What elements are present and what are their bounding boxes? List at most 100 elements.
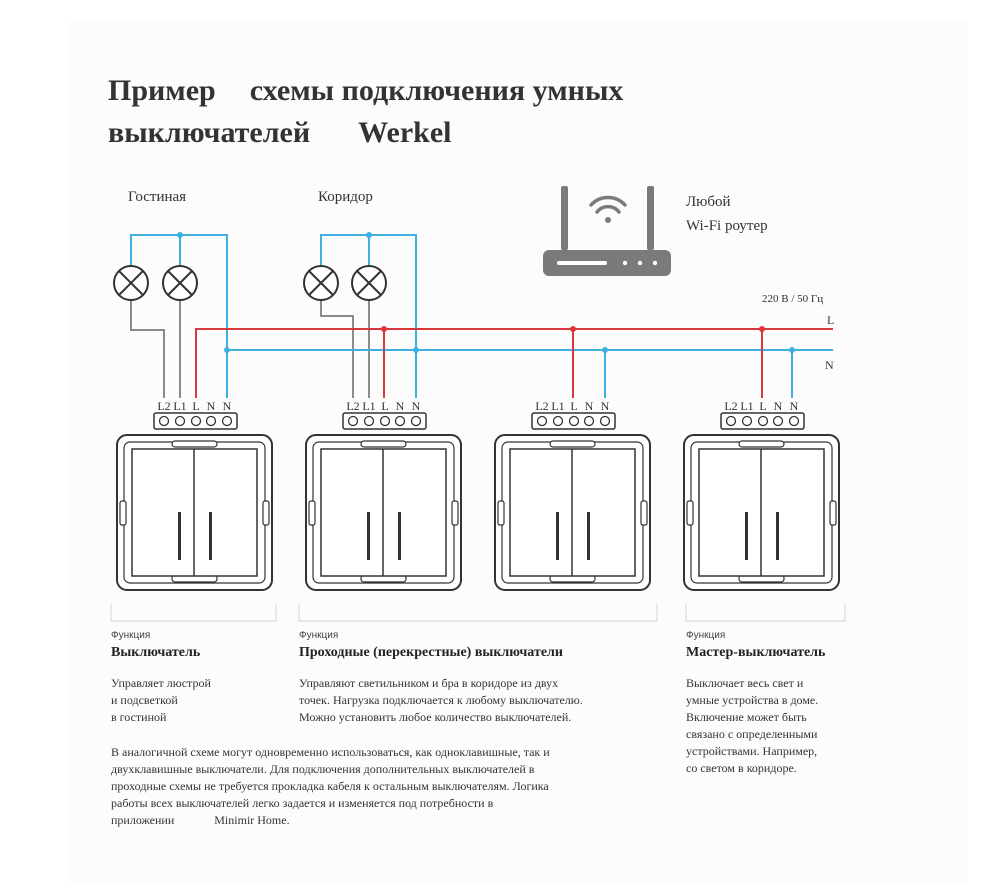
- wiring-diagram: 220 В / 50 Гц L N: [110, 186, 846, 622]
- load-wires-living: [130, 300, 181, 398]
- function-title-switch: Выключатель: [111, 645, 201, 660]
- function-desc-switch: Управляет люстрой и подсветкой в гостино…: [111, 676, 211, 724]
- neutral-wires: [130, 234, 833, 398]
- terminal-label: L1: [362, 399, 375, 413]
- mount-tab: [549, 440, 596, 448]
- terminal-screw: [583, 415, 595, 427]
- terminal-screw: [379, 415, 391, 427]
- terminal-screw: [757, 415, 769, 427]
- terminal-screw: [599, 415, 611, 427]
- title-line1-part1: Пример: [108, 74, 216, 107]
- neutral-label: N: [825, 358, 834, 372]
- title-line2-part2: Werkel: [358, 116, 452, 149]
- terminal-label: L2: [346, 399, 359, 413]
- terminal-screw: [536, 415, 548, 427]
- terminal-screw: [363, 415, 375, 427]
- key-indicator: [745, 512, 748, 560]
- title-line1-part2: схемы подключения умных: [249, 74, 624, 107]
- terminal-label: N: [412, 399, 421, 413]
- terminal-label: N: [585, 399, 594, 413]
- terminal-screw: [552, 415, 564, 427]
- function-title-passthrough: Проходные (перекрестные) выключатели: [299, 645, 563, 660]
- function-caption: Функция: [686, 630, 726, 641]
- phase-label: L: [827, 313, 834, 327]
- room-label-corridor: Коридор: [318, 189, 373, 205]
- router-label-line2: Wi-Fi роутер: [686, 218, 768, 234]
- mount-clip: [829, 500, 837, 526]
- terminal-label: N: [790, 399, 799, 413]
- terminal-screw: [788, 415, 800, 427]
- terminal-screw: [190, 415, 202, 427]
- terminal-label: N: [396, 399, 405, 413]
- terminal-label: L: [759, 399, 766, 413]
- mount-clip: [686, 500, 694, 526]
- title-line2-part1: выключателей: [108, 116, 311, 149]
- terminal-label: L1: [740, 399, 753, 413]
- key-indicator: [776, 512, 779, 560]
- terminal-label: L1: [551, 399, 564, 413]
- key-indicator: [209, 512, 212, 560]
- mount-clip: [497, 500, 505, 526]
- mount-clip: [640, 500, 648, 526]
- lamp-icon: [303, 265, 339, 301]
- terminal-screw: [741, 415, 753, 427]
- phase-junctions: [381, 326, 765, 332]
- mount-tab: [738, 440, 785, 448]
- terminal-screw: [205, 415, 217, 427]
- function-desc-passthrough: Управляют светильником и бра в коридоре …: [299, 676, 583, 724]
- function-desc-master: Выключает весь свет и умные устройства в…: [686, 676, 819, 775]
- lamp-icon: [351, 265, 387, 301]
- terminal-label: N: [207, 399, 216, 413]
- function-caption: Функция: [299, 630, 339, 641]
- voltage-label: 220 В / 50 Гц: [762, 293, 823, 305]
- footer-app-name: Minimir Home.: [214, 813, 290, 827]
- function-title-master: Мастер-выключатель: [686, 645, 826, 660]
- router-label-line1: Любой: [686, 194, 731, 210]
- terminal-screw: [221, 415, 233, 427]
- terminal-screw: [410, 415, 422, 427]
- function-brackets: [110, 604, 846, 622]
- terminal-label: L2: [724, 399, 737, 413]
- router-label: Любой Wi-Fi роутер: [686, 190, 768, 238]
- mount-clip: [262, 500, 270, 526]
- phase-wires: [195, 328, 833, 398]
- key-indicator: [367, 512, 370, 560]
- terminal-label: L2: [535, 399, 548, 413]
- page-title: Пример схемы подключения умных выключател…: [108, 70, 623, 154]
- terminal-screw: [568, 415, 580, 427]
- wifi-icon: [589, 195, 627, 223]
- terminal-label: L: [570, 399, 577, 413]
- mount-tab: [360, 440, 407, 448]
- terminal-label: N: [601, 399, 610, 413]
- terminal-label: L: [192, 399, 199, 413]
- mount-clip: [308, 500, 316, 526]
- terminal-screw: [772, 415, 784, 427]
- room-label-living: Гостиная: [128, 189, 187, 205]
- footer-note: В аналогичной схеме могут одновременно и…: [111, 744, 551, 829]
- terminal-label: L: [381, 399, 388, 413]
- key-indicator: [587, 512, 590, 560]
- lamp-icon: [113, 265, 149, 301]
- key-indicator: [398, 512, 401, 560]
- lamps: [113, 265, 387, 301]
- terminal-screw: [394, 415, 406, 427]
- mount-clip: [119, 500, 127, 526]
- terminal-screw: [347, 415, 359, 427]
- terminal-screw: [158, 415, 170, 427]
- terminal-label: L2: [157, 399, 170, 413]
- mount-clip: [451, 500, 459, 526]
- key-indicator: [556, 512, 559, 560]
- mount-tab: [171, 440, 218, 448]
- terminal-label: N: [223, 399, 232, 413]
- terminal-screw: [174, 415, 186, 427]
- router-icon: [543, 186, 671, 276]
- neutral-junctions: [177, 232, 795, 353]
- footer-text: В аналогичной схеме могут одновременно и…: [111, 745, 550, 827]
- function-caption: Функция: [111, 630, 151, 641]
- terminal-screw: [725, 415, 737, 427]
